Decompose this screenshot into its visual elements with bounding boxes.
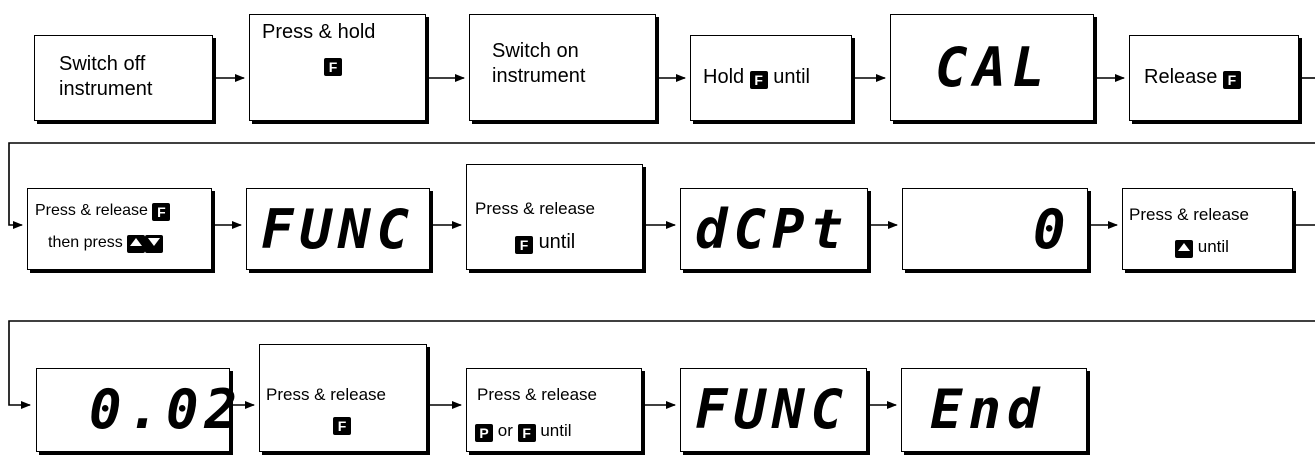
step-text: then press	[48, 234, 164, 253]
display-value-box: 0.02	[36, 368, 237, 452]
display-readout: FUNC	[695, 378, 850, 441]
step-text: until	[1175, 237, 1229, 258]
step-text: Release F	[1144, 66, 1241, 89]
function-key-icon: F	[324, 58, 342, 76]
step-text: Switch off instrument	[59, 53, 153, 100]
function-key-icon: F	[749, 71, 768, 89]
display-readout: dCPt	[695, 198, 850, 261]
display-readout: FUNC	[261, 198, 416, 261]
step-press-release-then-press-box: Press & release F then press	[27, 188, 212, 270]
function-key-icon: F	[152, 203, 171, 221]
display-dcpt-box: dCPt	[680, 188, 868, 270]
step-release-box: Release F	[1129, 35, 1299, 121]
display-readout: CAL	[935, 36, 1051, 99]
down-key-icon	[145, 235, 164, 253]
function-key-icon: F	[517, 424, 536, 442]
function-key-icon: F	[515, 236, 533, 254]
step-switch-on-box: Switch on instrument	[469, 14, 656, 121]
step-press-release-until-box: Press & release F until	[466, 164, 643, 270]
step-text: F until	[515, 231, 575, 254]
step-press-release-p-or-f-box: Press & release P or F until	[466, 368, 642, 452]
display-zero-box: 0	[902, 188, 1088, 270]
step-text: Hold F until	[703, 66, 810, 89]
step-press-hold-box: Press & hold F	[249, 14, 426, 121]
step-text: Press & release	[266, 385, 386, 404]
step-text: Press & release F	[35, 202, 171, 221]
step-text: Press & release	[475, 199, 595, 218]
function-key-icon: F	[1222, 71, 1241, 89]
step-text: Press & release	[477, 385, 597, 404]
step-text: Press & release	[1129, 205, 1249, 224]
step-press-release-up-box: Press & release until	[1122, 188, 1293, 270]
display-readout: End	[930, 378, 1046, 441]
step-switch-off-box: Switch off instrument	[34, 35, 213, 121]
step-hold-until-box: Hold F until	[690, 35, 852, 121]
display-func-box: FUNC	[246, 188, 430, 270]
step-text: Switch on instrument	[492, 40, 586, 87]
up-key-icon	[127, 235, 146, 253]
program-key-icon: P	[475, 424, 493, 442]
up-key-icon	[1175, 240, 1193, 258]
wrap-line	[8, 320, 1315, 409]
display-end-box: End	[901, 368, 1087, 452]
step-text: P or F until	[475, 421, 572, 442]
wrap-line	[8, 142, 1315, 229]
function-key-icon: F	[333, 417, 351, 435]
step-text: Press & hold	[262, 21, 376, 43]
display-readout: 0.02	[89, 378, 244, 441]
display-func-box-2: FUNC	[680, 368, 867, 452]
step-press-release-f-box: Press & release F	[259, 344, 427, 452]
display-readout: 0	[1033, 198, 1072, 261]
display-cal-box: CAL	[890, 14, 1094, 121]
